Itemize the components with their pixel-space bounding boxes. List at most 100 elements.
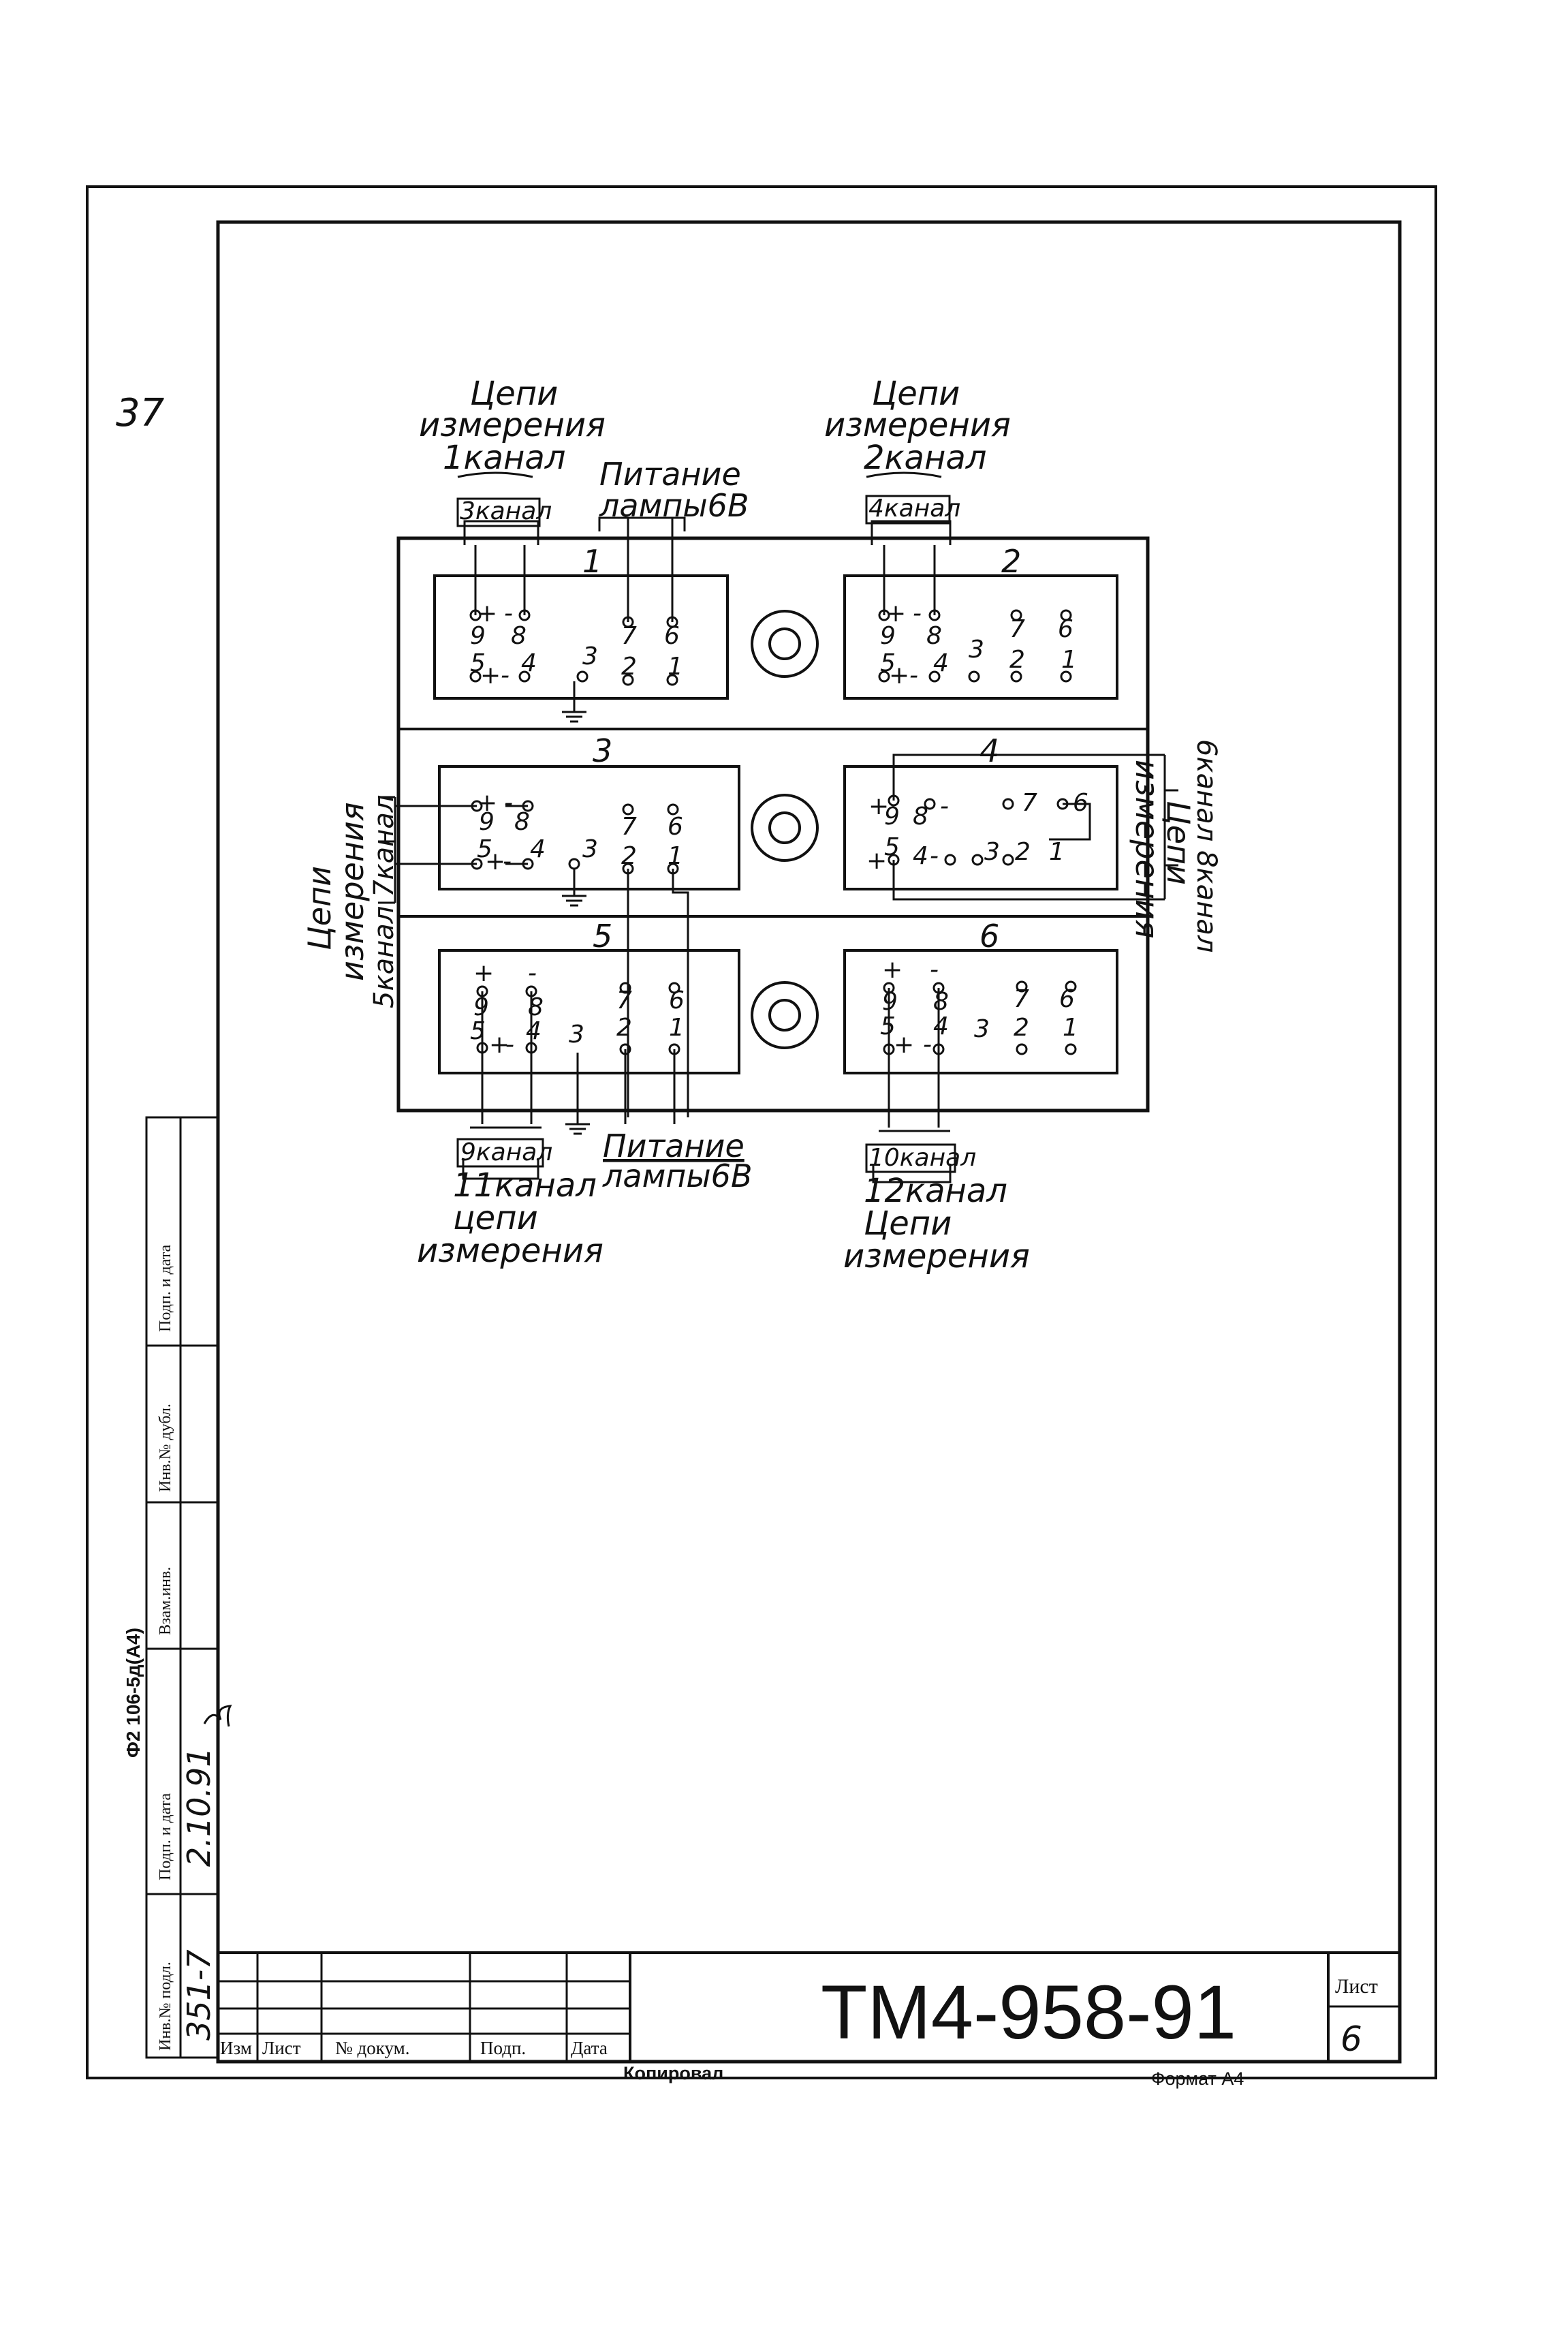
label-line: Цепи (1160, 801, 1197, 885)
label-line: Цепи (872, 375, 960, 413)
pin-label: 3 (974, 1015, 990, 1043)
pin-terminals (888, 794, 1069, 866)
connector-5 (438, 949, 740, 1074)
label-line: 4канал (868, 495, 960, 523)
pin-label: 4 (913, 842, 928, 870)
document-number: ТМ4-958-91 (821, 1970, 1236, 2055)
sub-channel-box (456, 1138, 544, 1168)
pin-label: - (528, 959, 537, 987)
pin-label: - (930, 956, 939, 984)
margin-field-label: Подп. и дата (157, 1793, 174, 1880)
label-line: 10канал (868, 1144, 976, 1172)
pin-label: + (894, 1031, 914, 1059)
pin-label: 7 (621, 813, 637, 841)
form-code: Ф2 106-5д(А4) (123, 1628, 144, 1758)
connector-number: 4 (979, 732, 999, 769)
label-line: Цепи (470, 375, 558, 413)
pin-label: 1 (1063, 1014, 1078, 1042)
connector-number: 5 (593, 918, 612, 955)
pin-label: 5 (880, 649, 896, 677)
label-line: измерения (334, 802, 371, 981)
pin-label: 4 (933, 1012, 949, 1040)
pin-label: 9 (473, 993, 489, 1021)
label-line: лампы6В (599, 487, 749, 524)
connector-1 (433, 574, 729, 700)
pin-label: 7 (1009, 615, 1025, 643)
connector-board: 1 2 3 4 5 6 + - 9 8 5 4 + - 3 7 6 2 1 (378, 471, 1178, 1183)
page-number-handwritten: 37 (116, 391, 165, 435)
pin-label: 3 (969, 636, 984, 664)
top-label-ch1: Цепи измерения 1канал 3канал (419, 375, 606, 527)
sub-channel-box (456, 497, 541, 527)
margin-field-label: Инв.№ подл. (157, 1961, 174, 2051)
pin-label: - (913, 600, 922, 627)
pin-label: - (930, 842, 939, 870)
pin-label: 2 (621, 842, 637, 870)
label-line: 6канал 8канал (1191, 739, 1222, 952)
pin-label: 2 (1015, 838, 1031, 866)
label-line: 12канал (864, 1172, 1007, 1210)
pin-label: - (909, 662, 918, 689)
label-line: 9канал (460, 1138, 552, 1166)
pin-label: - (504, 789, 513, 817)
margin-field-label: Инв.№ дубл. (157, 1404, 174, 1492)
connector-2 (843, 574, 1118, 700)
pin-label: 5 (880, 1012, 896, 1040)
pin-label: 9 (880, 622, 896, 650)
pin-label: 1 (669, 1014, 685, 1042)
pin-label: 2 (621, 653, 637, 681)
pin-label: 9 (884, 803, 900, 831)
mount-hole (751, 794, 819, 862)
sheet-label: Лист (1335, 1975, 1378, 1998)
title-block: Изм Лист № докум. Подп. Дата ТМ4-958-91 … (217, 1951, 1401, 2063)
top-label-ch2: Цепи измерения 2канал 4канал (824, 375, 1011, 525)
pin-label: 5 (470, 649, 486, 677)
column-header: Дата (571, 2038, 608, 2058)
pin-label: + (485, 848, 505, 875)
mount-hole (751, 610, 819, 678)
pin-label: + (866, 847, 887, 875)
label-line: 11канал (453, 1166, 597, 1205)
pin-label: - (503, 848, 512, 875)
mount-hole (751, 981, 819, 1049)
pin-label: 5 (477, 835, 492, 863)
pin-label: 8 (926, 622, 942, 650)
bottom-label-ch9-ch11: 9канал 11канал цепи измерения (417, 1138, 603, 1270)
connector-number: 6 (979, 918, 999, 955)
margin-field-label: Взам.инв. (157, 1567, 174, 1635)
pin-label: + (489, 1031, 509, 1059)
pin-label: 6 (668, 813, 683, 841)
side-label-right: 6канал 8канал Цепи измерения (1129, 739, 1222, 952)
pin-label: 1 (1049, 838, 1065, 866)
pin-label: 7 (1014, 985, 1029, 1013)
pin-label: 4 (530, 835, 546, 863)
margin-field-label: Подп. и дата (157, 1244, 174, 1332)
connector-3 (438, 765, 740, 890)
sub-channel-box (865, 1143, 956, 1173)
connector-4 (843, 765, 1118, 890)
sub-channel-box (865, 495, 951, 525)
label-line: измерения (824, 406, 1011, 444)
ground-icon (562, 869, 586, 907)
pin-label: 6 (669, 987, 685, 1014)
connector-6 (843, 949, 1118, 1074)
wiring (378, 471, 1178, 1183)
label-line: 1канал (443, 439, 565, 477)
inner-frame (216, 220, 1402, 2064)
label-line: Питание (603, 1128, 744, 1164)
side-label-left: Цепи измерения 5канал 7канал (301, 795, 400, 1008)
label-line: Цепи (864, 1205, 952, 1243)
pin-label: - (501, 662, 509, 689)
pin-label: 8 (511, 622, 527, 650)
pin-label: 2 (616, 1014, 632, 1042)
label-line: измерения (419, 406, 606, 444)
copied-by-label: Копировал (623, 2063, 723, 2083)
label-line: 5канал 7канал (369, 795, 400, 1008)
bottom-label-lamp: Питание лампы6В (602, 1128, 753, 1194)
column-header: Подп. (480, 2038, 526, 2058)
pin-label: - (504, 600, 513, 627)
label-line: 3канал (460, 497, 552, 525)
signature-mark (203, 1705, 232, 1727)
pin-label: 7 (621, 622, 637, 650)
